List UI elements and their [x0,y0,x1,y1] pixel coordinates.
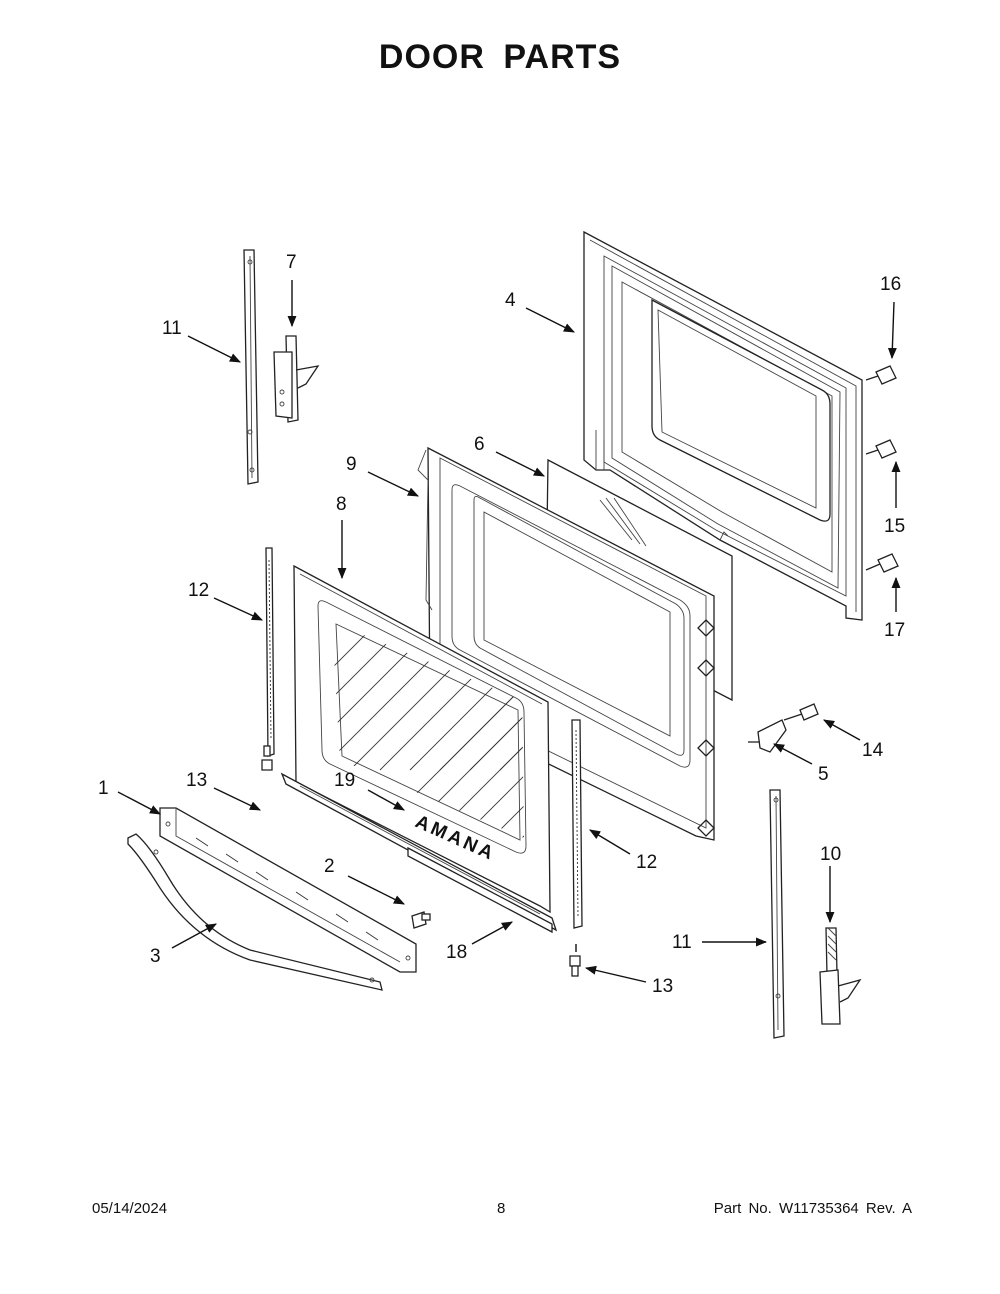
part-11-hinge-channel-left [243,249,259,485]
part-2-screw [411,911,431,929]
part-12-door-channel-right [571,719,583,929]
part-1-vent-trim [159,807,417,973]
part-3-door-handle [127,833,383,991]
part-14-screw [783,703,819,721]
part-13-screw-left [261,745,273,771]
callout-3: 3 [150,946,161,967]
part-7-hinge-left [273,335,320,423]
callout-5: 5 [818,764,829,785]
callout-16: 16 [880,274,901,295]
callout-13-right: 13 [652,976,673,997]
footer-page-number: 8 [497,1200,506,1217]
callout-17: 17 [884,620,905,641]
part-15-screw [865,439,897,459]
callout-4: 4 [505,290,516,311]
callout-1: 1 [98,778,109,799]
callout-10: 10 [820,844,841,865]
callout-9: 9 [346,454,357,475]
callout-15: 15 [884,516,905,537]
callout-2: 2 [324,856,335,877]
callout-labels: 4 7 11 16 6 9 15 8 17 12 14 5 13 19 1 12… [98,252,905,997]
part-4-inner-door-panel [583,230,863,621]
page-title: DOOR PARTS [378,38,622,76]
callout-12-right: 12 [636,852,657,873]
footer-date: 05/14/2024 [92,1200,168,1217]
footer-part-number: Part No. W11735364 Rev. A [713,1200,912,1217]
callout-13-left: 13 [186,770,207,791]
part-13-screw-right [569,955,581,977]
callout-19: 19 [334,770,355,791]
callout-14: 14 [862,740,884,761]
callout-7: 7 [286,252,297,273]
part-10-hinge-right [819,927,862,1025]
leader-arrows [117,280,901,983]
callout-8: 8 [336,494,347,515]
callout-11-lower-right: 11 [672,932,692,953]
callout-12-left: 12 [188,580,209,601]
part-12-door-channel-left [265,547,275,757]
part-16-screw [865,365,897,385]
part-8-outer-door-panel: AMANA [293,564,551,914]
part-11-hinge-channel-right [769,789,785,1039]
callout-6: 6 [474,434,485,455]
part-18-bottom-trim [407,846,553,934]
callout-11-upper-left: 11 [162,318,182,339]
part-17-screw [865,553,899,573]
part-5-hinge-bracket [748,719,787,753]
callout-18: 18 [446,942,467,963]
